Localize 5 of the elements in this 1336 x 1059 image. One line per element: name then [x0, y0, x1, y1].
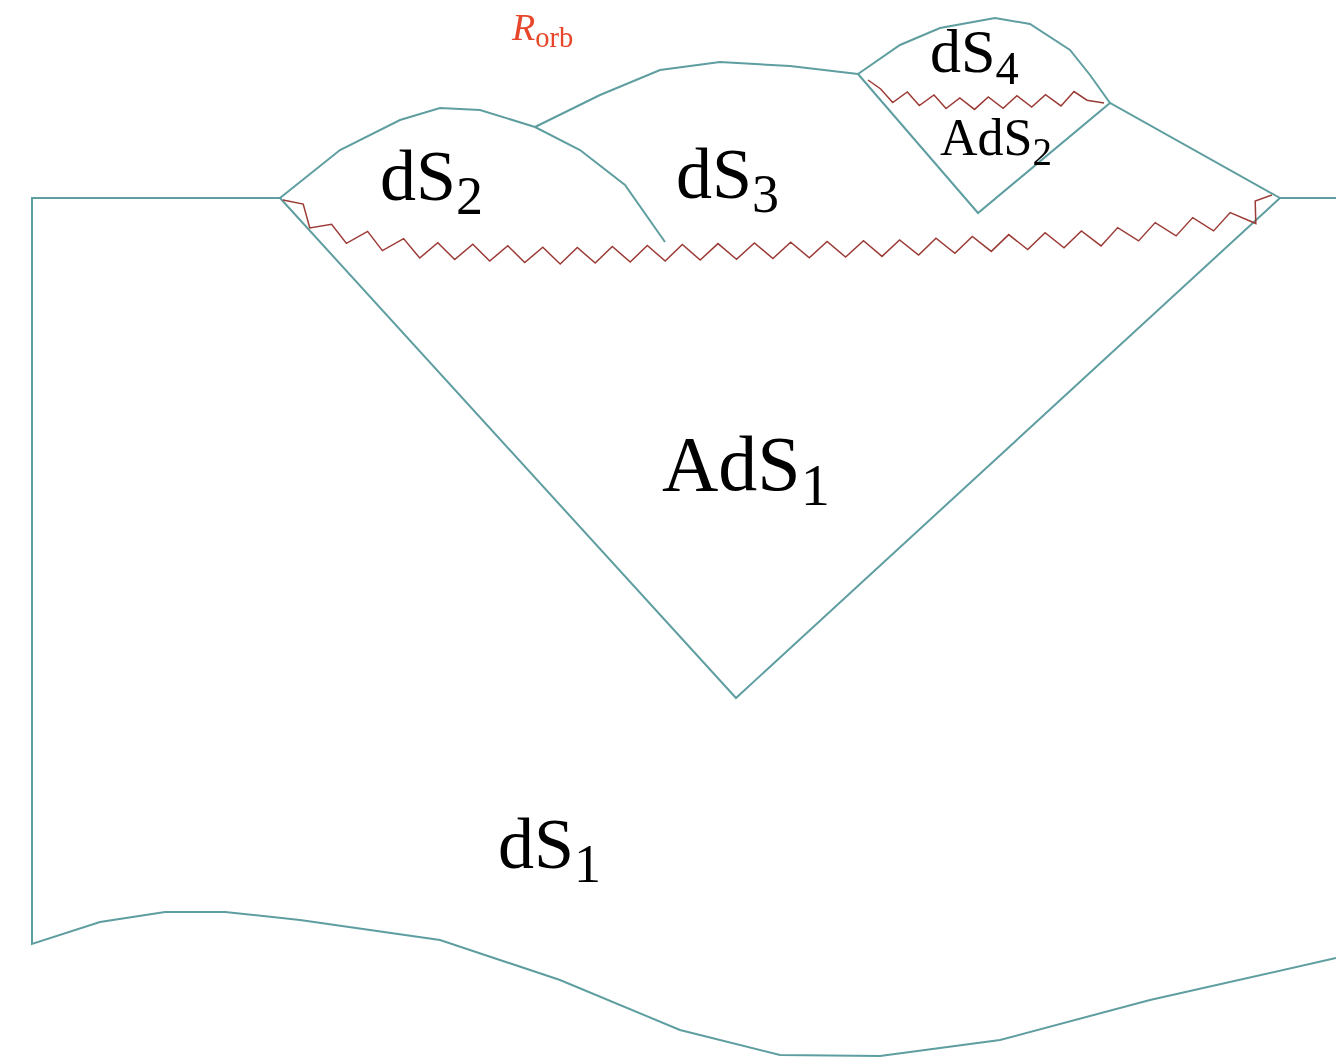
region-label: dS$_{1}$: [498, 808, 602, 880]
region-label: dS$_{2}$: [380, 140, 484, 212]
region-label: dS$_{4}$: [930, 20, 1019, 82]
radius-label: R$_{orb}$: [512, 8, 574, 46]
region-label: AdS$_{1}$: [662, 425, 830, 503]
